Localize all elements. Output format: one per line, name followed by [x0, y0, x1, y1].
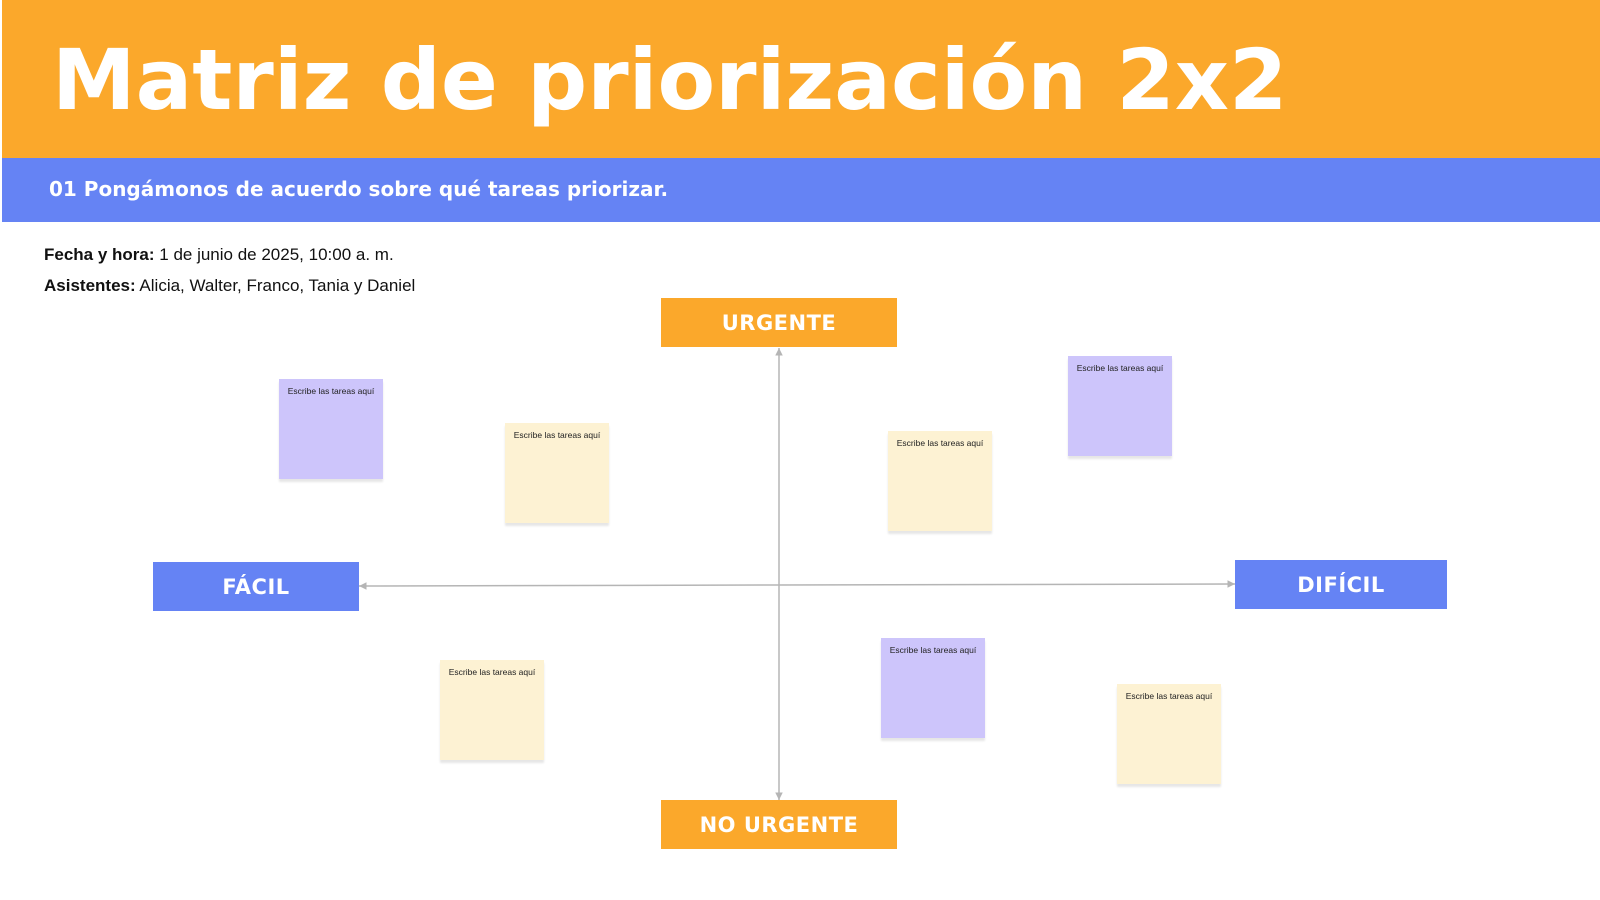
sticky-note[interactable]: Escribe las tareas aquí — [1068, 356, 1172, 456]
title-banner: Matriz de priorización 2x2 — [2, 0, 1600, 158]
axis-label-urgent: URGENTE — [661, 298, 897, 347]
sticky-note[interactable]: Escribe las tareas aquí — [888, 431, 992, 531]
axis-label-hard: DIFÍCIL — [1235, 560, 1447, 609]
page-subtitle: 01 Pongámonos de acuerdo sobre qué tarea… — [49, 177, 669, 201]
sticky-note[interactable]: Escribe las tareas aquí — [881, 638, 985, 738]
attendees-label: Asistentes: — [44, 276, 136, 295]
sticky-note[interactable]: Escribe las tareas aquí — [505, 423, 609, 523]
attendees-value: Alicia, Walter, Franco, Tania y Daniel — [135, 276, 416, 295]
date-time-label: Fecha y hora: — [44, 245, 155, 264]
attendees-line: Asistentes: Alicia, Walter, Franco, Tani… — [44, 275, 415, 297]
axis-label-not-urgent: NO URGENTE — [661, 800, 897, 849]
horizontal-axis-line-left — [358, 582, 780, 590]
page-title: Matriz de priorización 2x2 — [52, 31, 1288, 129]
sticky-note[interactable]: Escribe las tareas aquí — [440, 660, 544, 760]
sticky-note[interactable]: Escribe las tareas aquí — [279, 379, 383, 479]
sticky-note[interactable]: Escribe las tareas aquí — [1117, 684, 1221, 784]
horizontal-axis-line-right — [778, 580, 1236, 588]
subtitle-banner: 01 Pongámonos de acuerdo sobre qué tarea… — [2, 158, 1600, 222]
axis-label-easy: FÁCIL — [153, 562, 359, 611]
date-time-line: Fecha y hora: 1 de junio de 2025, 10:00 … — [44, 244, 394, 266]
date-time-value: 1 de junio de 2025, 10:00 a. m. — [154, 245, 394, 264]
